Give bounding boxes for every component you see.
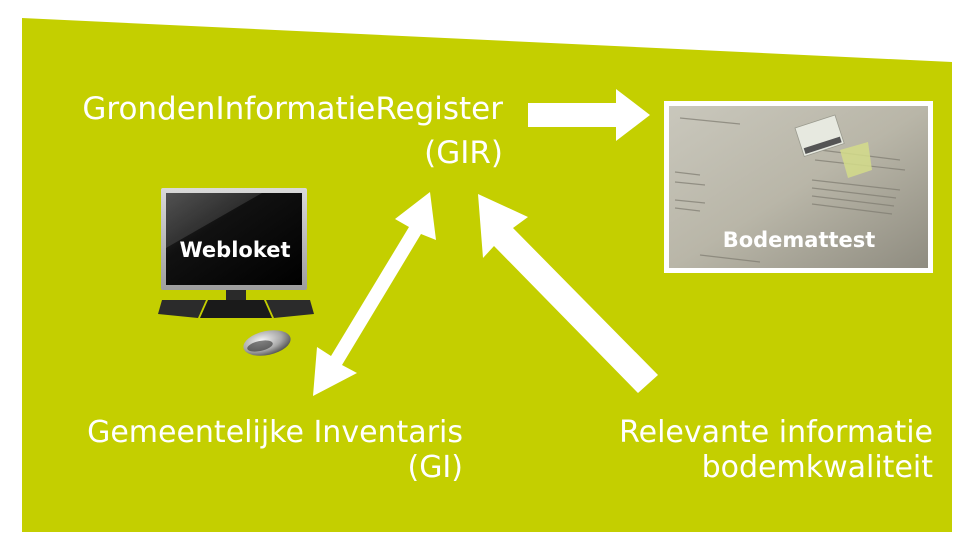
double-arrow-icon [313, 192, 436, 396]
webloket-label: Webloket [179, 238, 291, 262]
relevante-line-2: bodemkwaliteit [701, 450, 933, 485]
bodemattest-label: Bodemattest [722, 228, 876, 252]
gir-title: GrondenInformatieRegister [82, 91, 503, 127]
gi-title: Gemeentelijke Inventaris [87, 415, 463, 450]
gi-abbreviation: (GI) [407, 450, 463, 485]
arrow-right-icon [528, 89, 650, 141]
arrow-up-left-icon [478, 194, 658, 393]
desktop-computer-icon [158, 188, 314, 318]
mouse-icon [243, 330, 291, 356]
relevante-line-1: Relevante informatie [619, 415, 933, 450]
gir-abbreviation: (GIR) [424, 135, 503, 171]
